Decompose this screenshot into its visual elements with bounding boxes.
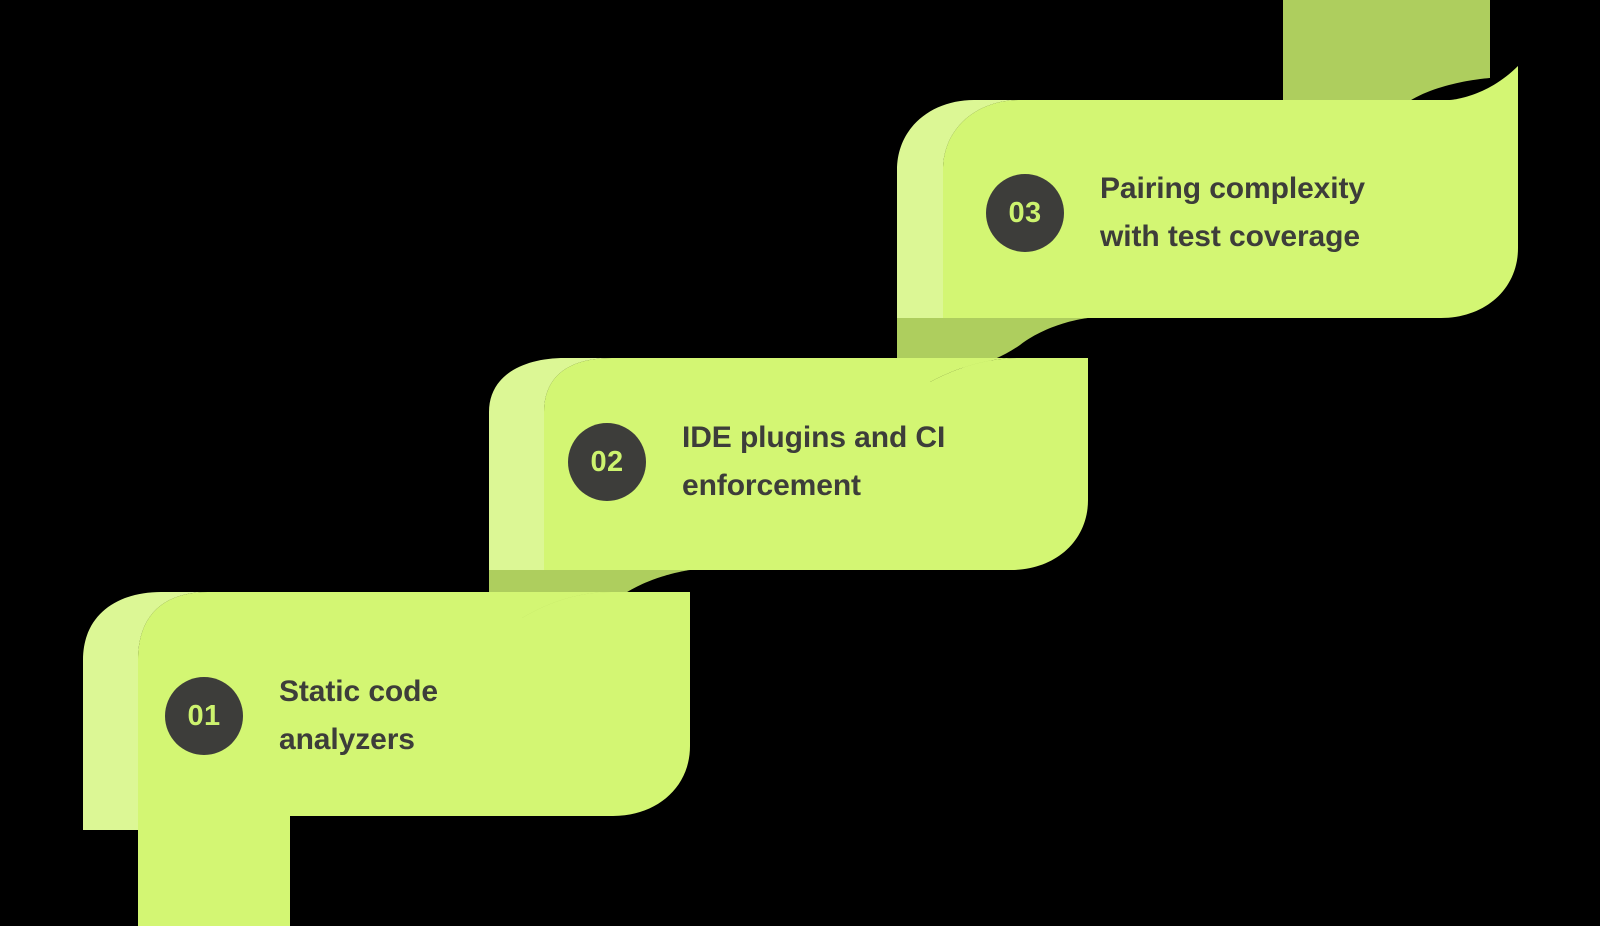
step-2-body (544, 358, 1088, 570)
step-1-body (138, 592, 690, 926)
step-1-top-shoulder (489, 592, 690, 618)
step-3-number-badge: 03 (986, 174, 1064, 252)
step-3-to-step-2-overlap (897, 318, 1088, 370)
step-3-riser-light (897, 100, 1020, 318)
step-3-body (943, 66, 1518, 318)
step-2-riser-light (489, 358, 612, 570)
step-1-title: Static code analyzers (279, 675, 438, 756)
step-2-title: IDE plugins and CI enforcement (682, 421, 946, 502)
step-2-number: 02 (590, 445, 624, 478)
step-2-number-badge: 02 (568, 423, 646, 501)
step-3-title: Pairing complexity with test coverage (1100, 172, 1365, 253)
step-2-top-shoulder (897, 358, 1088, 382)
step-1-number-badge: 01 (165, 677, 243, 755)
step-1-number: 01 (187, 699, 221, 732)
step-3-number: 03 (1008, 196, 1042, 229)
step-2[interactable]: 02 IDE plugins and CI enforcement (568, 414, 1038, 510)
step-1-riser-light (83, 592, 208, 830)
step-3[interactable]: 03 Pairing complexity with test coverage (986, 165, 1456, 261)
step-3-riser-olive (1283, 0, 1490, 108)
step-1[interactable]: 01 Static code analyzers (165, 668, 635, 764)
